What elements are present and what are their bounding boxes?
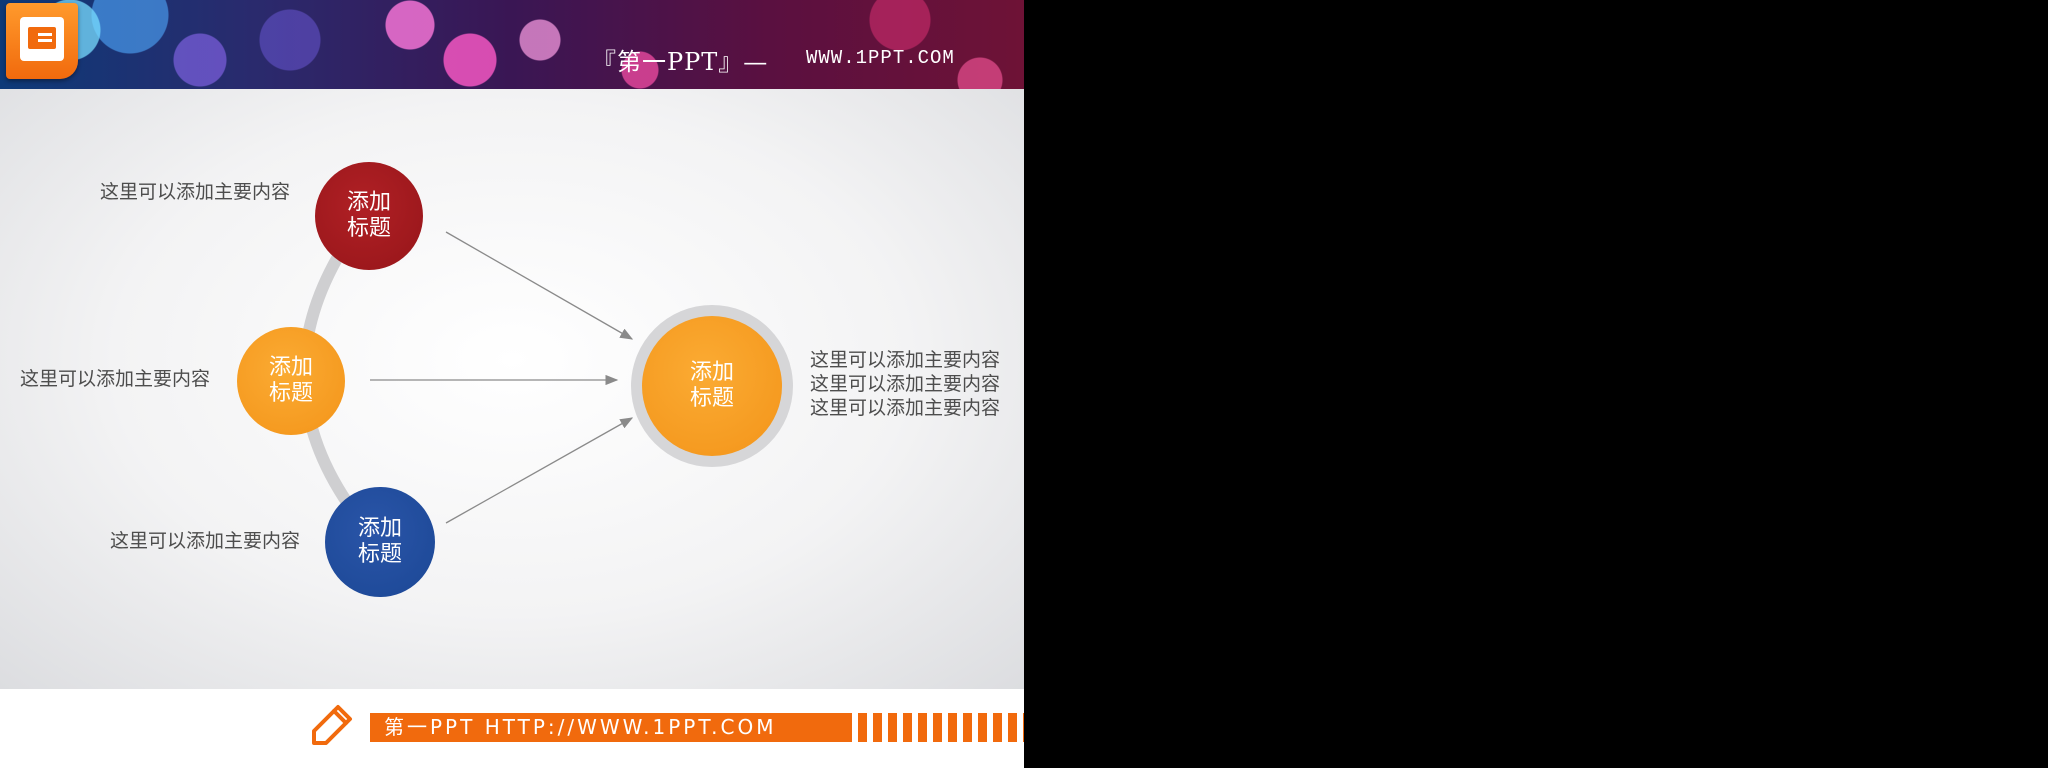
powerpoint-logo-icon	[6, 3, 78, 79]
node-center[interactable]: 添加 标题	[642, 316, 782, 456]
footer-stripe	[858, 713, 867, 742]
slide-canvas	[0, 89, 1024, 689]
header-banner: 『第一PPT』— WWW.1PPT.COM	[0, 0, 1024, 89]
footer-stripe	[963, 713, 972, 742]
node-center-line1: 添加	[689, 360, 734, 385]
node-center-line2: 标题	[689, 386, 734, 411]
right-text-block: 这里可以添加主要内容 这里可以添加主要内容 这里可以添加主要内容	[810, 348, 1000, 420]
right-text-line: 这里可以添加主要内容	[810, 349, 1001, 371]
footer-stripe	[993, 713, 1002, 742]
node-bottom-line1: 添加	[357, 516, 402, 541]
label-top: 这里可以添加主要内容	[100, 181, 291, 203]
node-top-line2: 标题	[346, 216, 391, 241]
node-middle-line2: 标题	[268, 381, 313, 406]
node-middle-line1: 添加	[268, 355, 313, 380]
footer-stripe	[1008, 713, 1017, 742]
footer-stripe	[918, 713, 927, 742]
slide: 『第一PPT』— WWW.1PPT.COM 添加 标题 添加 标题 添加 标题 …	[0, 0, 1024, 768]
right-text-line: 这里可以添加主要内容	[810, 397, 1001, 419]
footer-stripes	[858, 713, 1024, 742]
pencil-icon	[312, 705, 352, 745]
header-url: WWW.1PPT.COM	[806, 47, 955, 69]
node-bottom-line2: 标题	[357, 542, 402, 567]
right-text-line: 这里可以添加主要内容	[810, 373, 1001, 395]
footer-stripe	[903, 713, 912, 742]
node-middle[interactable]: 添加 标题	[237, 327, 345, 435]
footer-stripe	[978, 713, 987, 742]
label-middle: 这里可以添加主要内容	[20, 368, 211, 390]
node-bottom[interactable]: 添加 标题	[325, 487, 435, 597]
footer-bar	[370, 713, 852, 742]
footer-stripe	[1023, 713, 1024, 742]
node-top-line1: 添加	[346, 190, 391, 215]
header-brand: 『第一PPT』—	[592, 48, 769, 76]
arrow-bottom	[445, 417, 634, 524]
footer-text[interactable]: 第一PPT HTTP://WWW.1PPT.COM	[384, 715, 777, 739]
footer-stripe	[873, 713, 882, 742]
arrow-top	[445, 231, 634, 340]
footer-stripe	[948, 713, 957, 742]
node-top[interactable]: 添加 标题	[315, 162, 423, 270]
label-bottom: 这里可以添加主要内容	[110, 530, 301, 552]
footer-stripe	[888, 713, 897, 742]
footer-stripe	[933, 713, 942, 742]
